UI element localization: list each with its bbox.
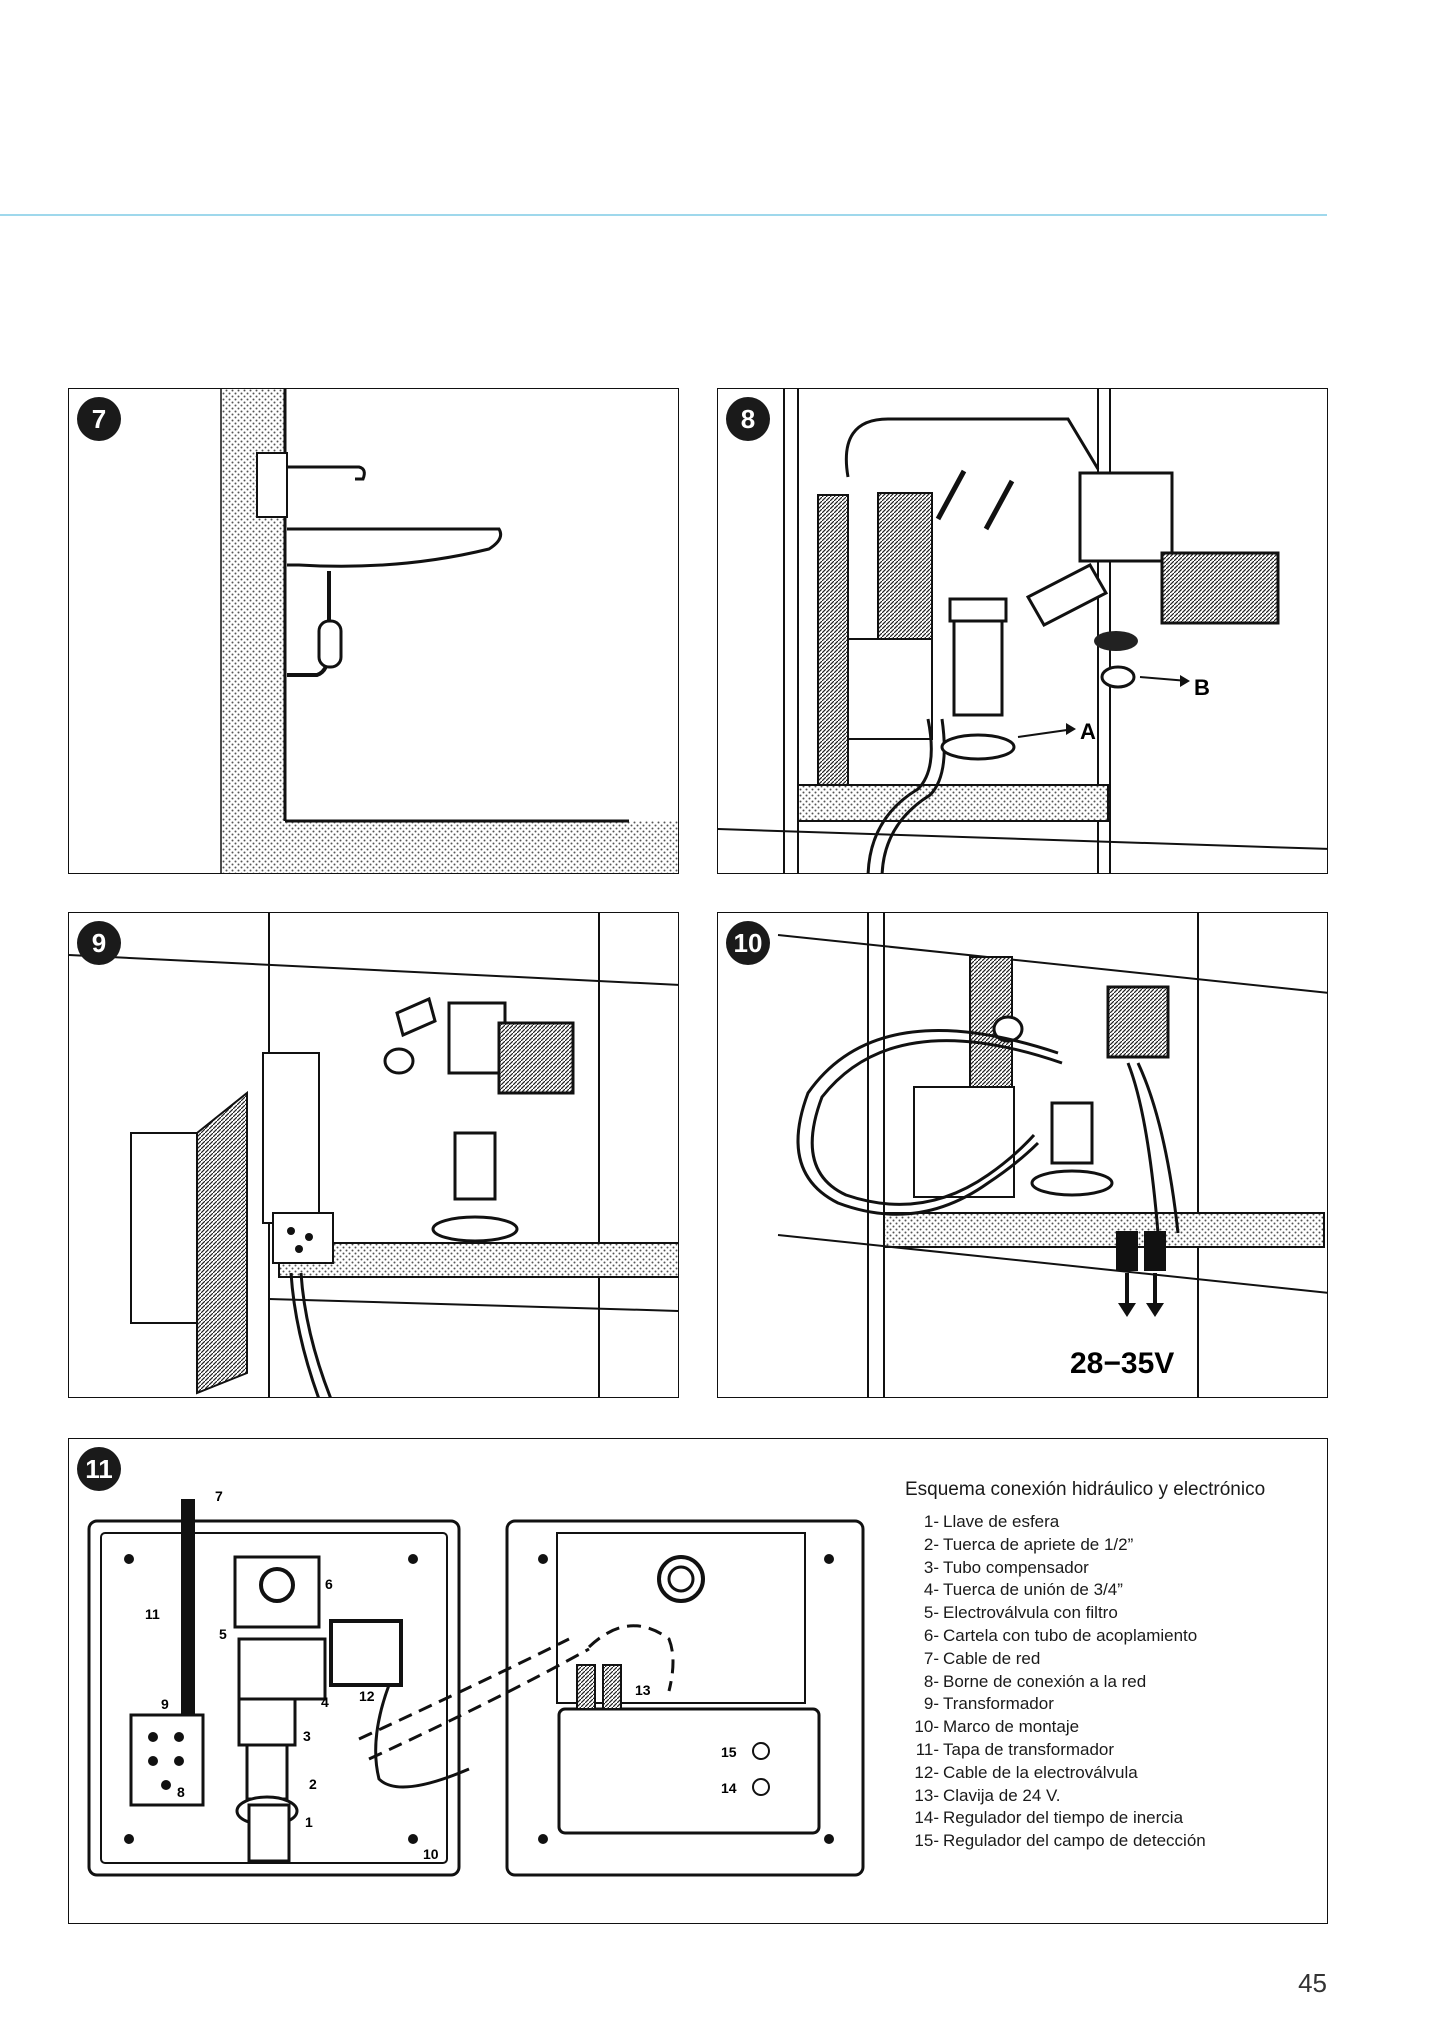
washbasin-wall-illustration	[220, 389, 678, 873]
legend-title: Esquema conexión hidráulico y electrónic…	[905, 1479, 1266, 1500]
legend-item-number: 7-	[923, 1648, 939, 1668]
legend-item: 10-Marco de montaje	[905, 1716, 1327, 1739]
label-12: 12	[359, 1688, 375, 1704]
legend-item: 3-Tubo compensador	[905, 1557, 1327, 1580]
callout-b: B	[1194, 675, 1210, 700]
legend-item-text: Cable de la electroválvula	[943, 1762, 1138, 1782]
legend-item-number: 3-	[923, 1557, 939, 1577]
legend-item-number: 11-	[915, 1739, 939, 1759]
label-5: 5	[219, 1626, 227, 1642]
legend-item: 8-Borne de conexión a la red	[905, 1671, 1327, 1694]
label-11: 11	[145, 1606, 160, 1622]
legend-item-number: 10-	[914, 1717, 939, 1737]
figure-number-badge: 10	[726, 921, 770, 965]
label-15: 15	[721, 1744, 737, 1760]
legend-item-number: 8-	[923, 1671, 939, 1691]
transformer-mounting-illustration	[69, 913, 678, 1397]
legend-item: 5-Electroválvula con filtro	[905, 1602, 1327, 1625]
legend-item-number: 6-	[923, 1625, 939, 1645]
label-4: 4	[321, 1694, 329, 1710]
legend-item-number: 13-	[914, 1785, 939, 1805]
legend-item: 2-Tuerca de apriete de 1/2”	[905, 1534, 1327, 1557]
legend-item: 7-Cable de red	[905, 1648, 1327, 1671]
callout-a: A	[1080, 719, 1096, 744]
label-8: 8	[177, 1784, 185, 1800]
figure-7: 7	[68, 388, 679, 874]
legend-item-text: Marco de montaje	[943, 1717, 1080, 1737]
label-3: 3	[303, 1728, 311, 1744]
legend-item: 12-Cable de la electroválvula	[905, 1762, 1327, 1785]
label-9: 9	[161, 1696, 169, 1712]
legend-item-number: 15-	[914, 1831, 939, 1851]
legend-item-text: Electroválvula con filtro	[943, 1603, 1118, 1623]
label-14: 14	[721, 1780, 737, 1796]
figure-8: 8 A	[717, 388, 1328, 874]
legend-item-number: 9-	[923, 1694, 939, 1714]
label-13: 13	[635, 1682, 651, 1698]
legend-item-number: 14-	[914, 1808, 939, 1828]
legend-item-text: Transformador	[943, 1694, 1054, 1714]
electrical-connection-illustration: 28−35V	[777, 913, 1327, 1397]
label-2: 2	[309, 1776, 317, 1792]
legend-item-text: Cable de red	[943, 1648, 1041, 1668]
legend-item: 6-Cartela con tubo de acoplamiento	[905, 1625, 1327, 1648]
legend-item-text: Tuerca de unión de 3/4”	[943, 1580, 1123, 1600]
figure-11: 11	[68, 1438, 1328, 1924]
header-rule	[0, 214, 1327, 216]
legend-item-text: Regulador del campo de detección	[943, 1831, 1206, 1851]
legend-item: 13-Clavija de 24 V.	[905, 1785, 1327, 1808]
figure-number-badge: 8	[726, 397, 770, 441]
legend-item-text: Llave de esfera	[943, 1512, 1060, 1531]
legend-item: 14-Regulador del tiempo de inercia	[905, 1807, 1327, 1830]
legend-item: 11-Tapa de transformador	[905, 1739, 1327, 1762]
figure-10: 10	[717, 912, 1328, 1398]
label-10: 10	[423, 1846, 439, 1862]
legend-item: 1-Llave de esfera	[905, 1511, 1327, 1534]
connection-legend: Esquema conexión hidráulico y electrónic…	[905, 1479, 1327, 1853]
label-6: 6	[325, 1576, 333, 1592]
figure-number-badge: 11	[77, 1447, 121, 1491]
legend-item: 9-Transformador	[905, 1693, 1327, 1716]
legend-item-text: Borne de conexión a la red	[943, 1671, 1147, 1691]
figure-9: 9	[68, 912, 679, 1398]
label-1: 1	[305, 1814, 313, 1830]
legend-item-text: Regulador del tiempo de inercia	[943, 1808, 1184, 1828]
legend-item-number: 2-	[923, 1534, 939, 1554]
legend-item: 15-Regulador del campo de detección	[905, 1830, 1327, 1853]
valve-installation-illustration: A B	[718, 389, 1327, 873]
page-number: 45	[1298, 1968, 1327, 1998]
legend-item-number: 5-	[923, 1603, 939, 1623]
legend-item-number: 4-	[923, 1580, 939, 1600]
legend-item-text: Tubo compensador	[943, 1557, 1089, 1577]
legend-item-text: Tapa de transformador	[943, 1739, 1115, 1759]
connection-scheme-diagram: 1 2 3 4 5 6 7 8 9 10 11 12 13 14 15	[87, 1488, 865, 1877]
legend-item-text: Tuerca de apriete de 1/2”	[943, 1534, 1134, 1554]
legend-item-text: Cartela con tubo de acoplamiento	[943, 1625, 1198, 1645]
figure-number-badge: 9	[77, 921, 121, 965]
voltage-label: 28−35V	[1070, 1347, 1174, 1380]
legend-item: 4-Tuerca de unión de 3/4”	[905, 1579, 1327, 1602]
figure-number-badge: 7	[77, 397, 121, 441]
label-7: 7	[215, 1488, 223, 1504]
legend-item-number: 12-	[914, 1762, 939, 1782]
legend-item-number: 1-	[923, 1512, 939, 1531]
legend-item-text: Clavija de 24 V.	[943, 1785, 1061, 1805]
